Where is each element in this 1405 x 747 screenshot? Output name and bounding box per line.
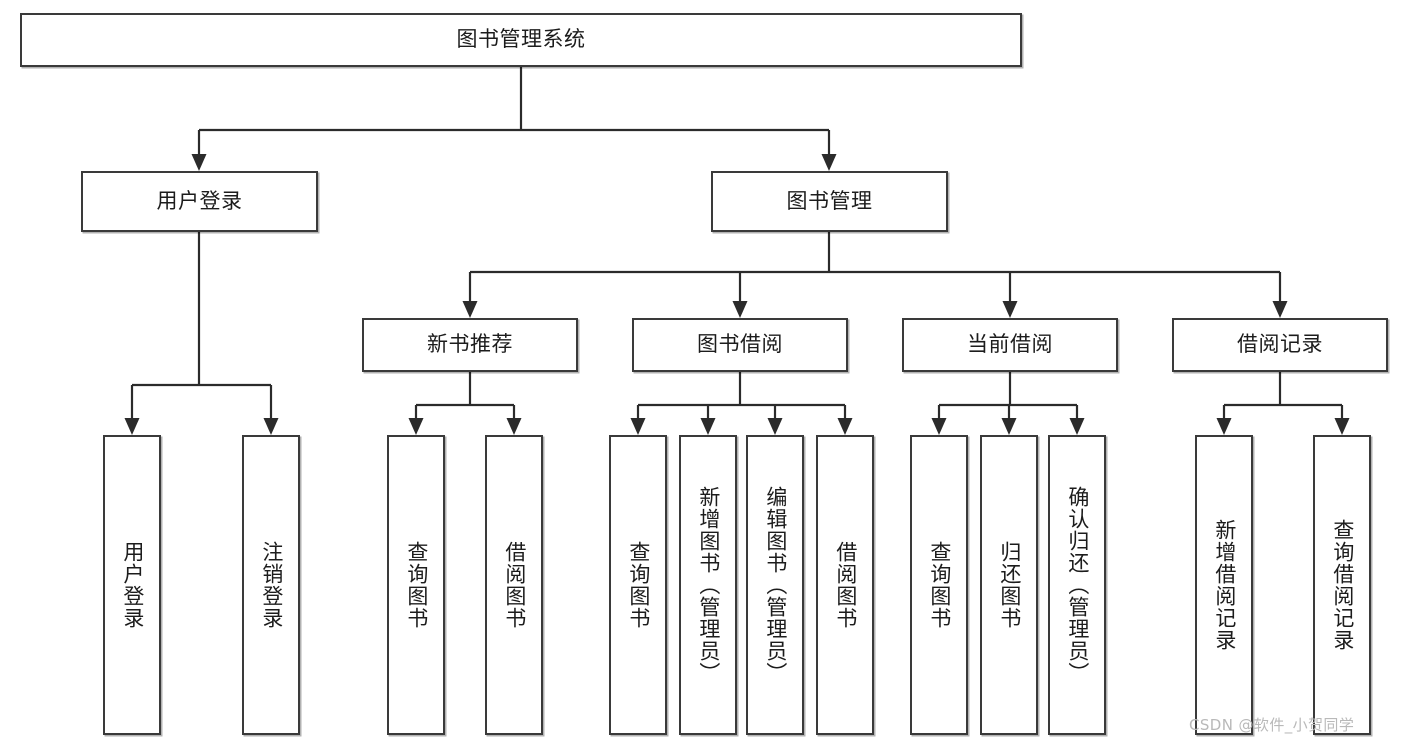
node-label: 查询借阅记录 xyxy=(1330,519,1355,651)
node-label: 归还图书 xyxy=(997,541,1022,629)
user-login-to-leaves-arrowhead-0 xyxy=(124,418,140,435)
node-label: 新增借阅记录 xyxy=(1212,519,1237,651)
root-to-level2-arrowhead-0 xyxy=(191,154,207,171)
book-borrow-to-leaves-arrowhead-2 xyxy=(767,418,783,435)
current-borrow-to-leaves-arrowhead-0 xyxy=(931,418,947,435)
book-borrow-to-leaves-arrowhead-3 xyxy=(837,418,853,435)
node-leaf-edit-book-admin[interactable]: 编辑图书（管理员） xyxy=(746,435,804,735)
node-label: 借阅图书 xyxy=(502,541,527,629)
node-label: 查询图书 xyxy=(927,541,952,629)
node-leaf-return-book[interactable]: 归还图书 xyxy=(980,435,1038,735)
node-label: 借阅记录 xyxy=(1237,332,1323,357)
current-borrow-to-leaves-arrowhead-1 xyxy=(1001,418,1017,435)
book-management-to-level3-arrowhead-2 xyxy=(1002,301,1018,318)
node-leaf-borrow-book-recommend[interactable]: 借阅图书 xyxy=(485,435,543,735)
node-label: 新增图书（管理员） xyxy=(696,486,721,684)
node-leaf-query-book-recommend[interactable]: 查询图书 xyxy=(387,435,445,735)
user-login-to-leaves-arrowhead-1 xyxy=(263,418,279,435)
book-borrow-to-leaves-arrowhead-0 xyxy=(630,418,646,435)
node-label: 借阅图书 xyxy=(833,541,858,629)
node-leaf-add-borrow-record[interactable]: 新增借阅记录 xyxy=(1195,435,1253,735)
book-management-to-level3-arrowhead-1 xyxy=(732,301,748,318)
node-label: 查询图书 xyxy=(626,541,651,629)
book-management-to-level3-arrowhead-0 xyxy=(462,301,478,318)
node-leaf-query-borrow-record[interactable]: 查询借阅记录 xyxy=(1313,435,1371,735)
node-leaf-borrow-book[interactable]: 借阅图书 xyxy=(816,435,874,735)
node-label: 图书管理 xyxy=(786,188,873,213)
node-label: 用户登录 xyxy=(156,188,243,213)
node-label: 确认归还（管理员） xyxy=(1065,486,1090,684)
current-borrow-to-leaves-arrowhead-2 xyxy=(1069,418,1085,435)
node-label: 当前借阅 xyxy=(967,332,1053,357)
book-management-to-level3-arrowhead-3 xyxy=(1272,301,1288,318)
node-label: 用户登录 xyxy=(120,541,145,629)
new-book-recommend-to-leaves-arrowhead-0 xyxy=(408,418,424,435)
node-book-borrow[interactable]: 图书借阅 xyxy=(632,318,848,372)
node-leaf-logout[interactable]: 注销登录 xyxy=(242,435,300,735)
root-to-level2-arrowhead-1 xyxy=(821,154,837,171)
node-book-management[interactable]: 图书管理 xyxy=(711,171,948,232)
node-label: 图书管理系统 xyxy=(456,27,586,52)
node-leaf-add-book-admin[interactable]: 新增图书（管理员） xyxy=(679,435,737,735)
node-leaf-confirm-return-admin[interactable]: 确认归还（管理员） xyxy=(1048,435,1106,735)
new-book-recommend-to-leaves-arrowhead-1 xyxy=(506,418,522,435)
node-leaf-query-book-current[interactable]: 查询图书 xyxy=(910,435,968,735)
watermark-credit: CSDN @软件_小贺同学 xyxy=(1189,716,1355,734)
node-leaf-query-book-borrow[interactable]: 查询图书 xyxy=(609,435,667,735)
book-borrow-to-leaves-arrowhead-1 xyxy=(700,418,716,435)
node-leaf-user-login[interactable]: 用户登录 xyxy=(103,435,161,735)
borrow-record-to-leaves-arrowhead-0 xyxy=(1216,418,1232,435)
node-new-book-recommend[interactable]: 新书推荐 xyxy=(362,318,578,372)
node-current-borrow[interactable]: 当前借阅 xyxy=(902,318,1118,372)
node-label: 新书推荐 xyxy=(427,332,513,357)
node-user-login[interactable]: 用户登录 xyxy=(81,171,318,232)
node-label: 图书借阅 xyxy=(697,332,783,357)
borrow-record-to-leaves-arrowhead-1 xyxy=(1334,418,1350,435)
node-label: 注销登录 xyxy=(259,541,284,629)
node-borrow-record[interactable]: 借阅记录 xyxy=(1172,318,1388,372)
node-label: 查询图书 xyxy=(404,541,429,629)
node-root-book-management-system[interactable]: 图书管理系统 xyxy=(20,13,1022,67)
node-label: 编辑图书（管理员） xyxy=(763,486,788,684)
